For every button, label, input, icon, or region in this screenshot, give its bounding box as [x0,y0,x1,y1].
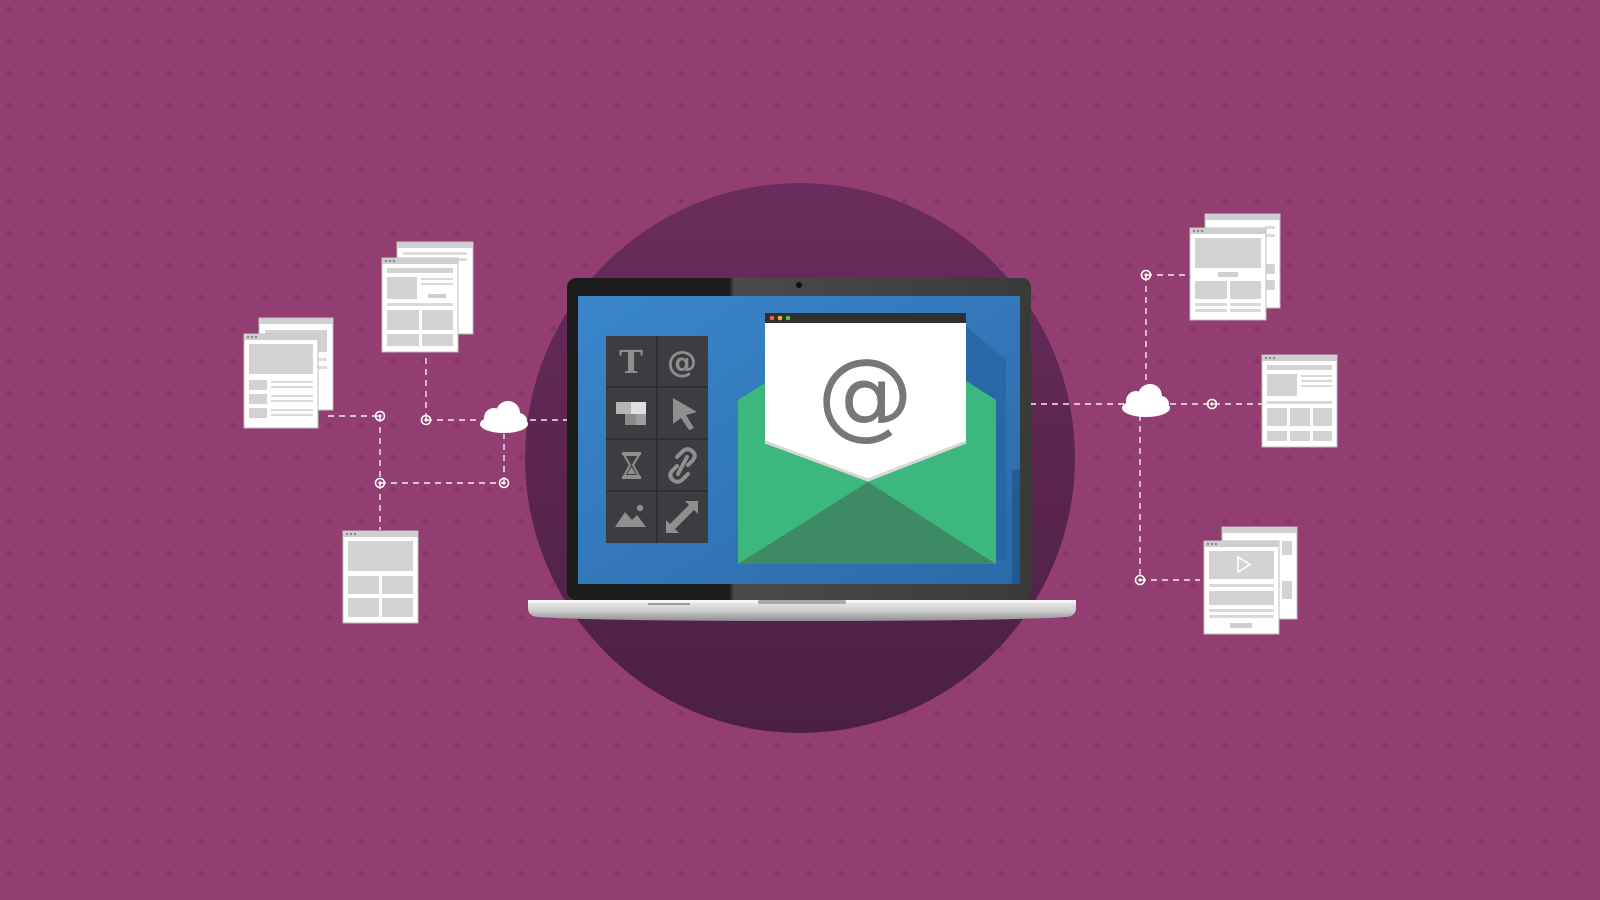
link-tool-button[interactable] [658,440,707,490]
stacked-page-video [1203,526,1298,635]
single-page-article [1261,354,1338,448]
text-icon: T [619,343,643,381]
image-icon [615,504,646,527]
image-tool-button[interactable] [607,492,656,542]
window-close-dot [769,315,775,321]
stacked-page-pair [381,241,474,353]
cloud-icon [480,401,528,433]
at-icon: @ [667,345,697,380]
right-connector-nodes [1134,269,1218,586]
blocks-tool-button[interactable] [607,388,656,438]
letter-titlebar [765,313,966,323]
text-tool-button[interactable]: T [607,337,656,386]
blocks-icon [616,402,646,425]
laptop-notch [758,600,846,604]
single-page-grid [342,530,419,624]
left-connector-node-centers [378,414,506,485]
timer-tool-button[interactable] [607,440,656,490]
cursor-tool-button[interactable] [658,388,707,438]
resize-tool-button[interactable] [658,492,707,542]
at-symbol-icon: @ [817,338,913,450]
laptop-camera [796,282,802,288]
cloud-icon [1122,384,1170,417]
play-icon [1237,555,1252,574]
right-connector-lines [1030,274,1265,581]
letter-fold-shadow [764,440,967,482]
laptop-base [528,600,1076,621]
cursor-icon [673,398,697,430]
resize-icon [666,501,698,533]
hourglass-icon [622,452,641,479]
window-minimize-dot [777,315,783,321]
window-maximize-dot [785,315,791,321]
stacked-page-pair [243,317,334,429]
left-connector-lines [328,358,570,530]
envelope-bottom-flap [738,482,996,564]
right-connector-node-centers [1138,273,1214,582]
left-connector-nodes [374,410,510,489]
at-tool-button[interactable]: @ [658,337,707,386]
stacked-page-pair [1189,213,1281,321]
link-icon [668,447,697,484]
